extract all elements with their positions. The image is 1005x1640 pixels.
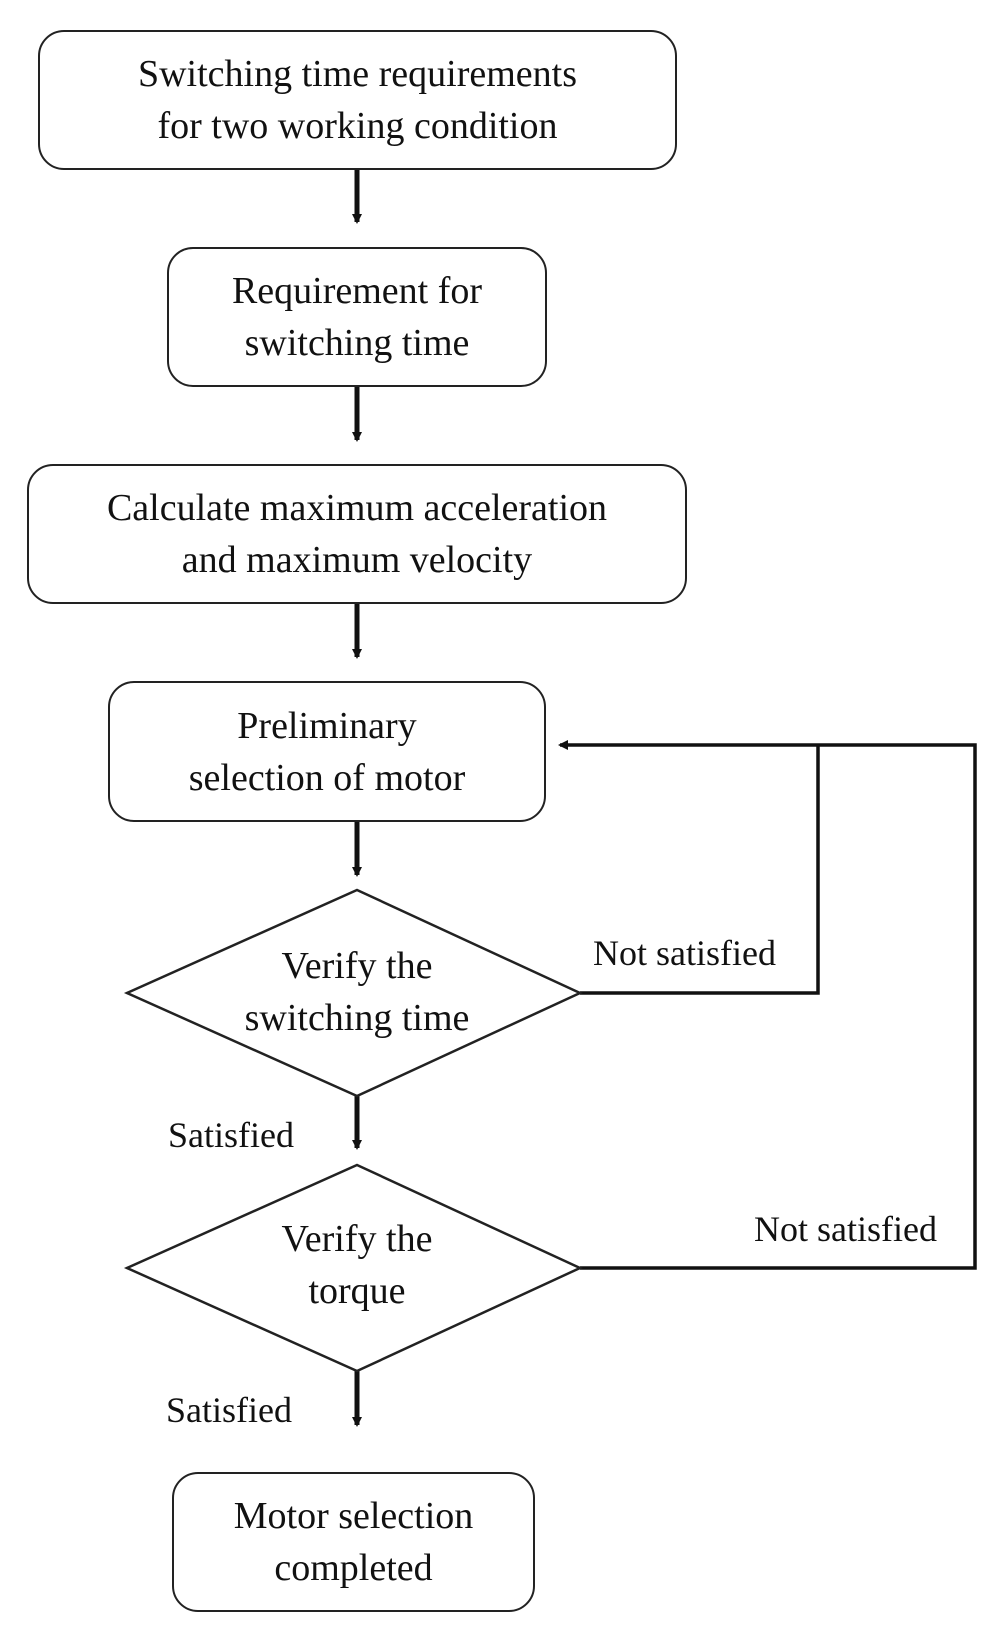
edge-label-d1-not-satisfied: Not satisfied xyxy=(593,933,776,973)
decision-d1-shape xyxy=(123,888,583,1098)
decision-d2-shape xyxy=(123,1163,583,1373)
loop-d1-to-n4 xyxy=(580,745,820,995)
node-label: Motor selection completed xyxy=(233,1495,474,1589)
node-label: Requirement for switching time xyxy=(231,270,483,364)
node-switching-time-requirements: Switching time requirements for two work… xyxy=(38,30,677,170)
node-preliminary-selection-of-motor: Preliminary selection of motor xyxy=(108,681,546,822)
node-label: Switching time requirements for two work… xyxy=(137,53,578,147)
edge-label-d1-satisfied: Satisfied xyxy=(168,1115,294,1155)
node-requirement-for-switching-time: Requirement for switching time xyxy=(167,247,547,387)
loop-d2-to-n4 xyxy=(558,740,977,1270)
edge-label-d2-satisfied: Satisfied xyxy=(166,1390,292,1430)
decision-verify-switching-time-label: Verify the switching time xyxy=(244,945,470,1039)
node-motor-selection-completed: Motor selection completed xyxy=(172,1472,535,1612)
edge-label-d2-not-satisfied: Not satisfied xyxy=(754,1209,937,1249)
decision-verify-torque-label: Verify the torque xyxy=(281,1218,433,1312)
node-label: Calculate maximum acceleration and maxim… xyxy=(106,487,608,581)
node-label: Preliminary selection of motor xyxy=(188,704,466,799)
node-calculate-max-acceleration: Calculate maximum acceleration and maxim… xyxy=(27,464,687,604)
